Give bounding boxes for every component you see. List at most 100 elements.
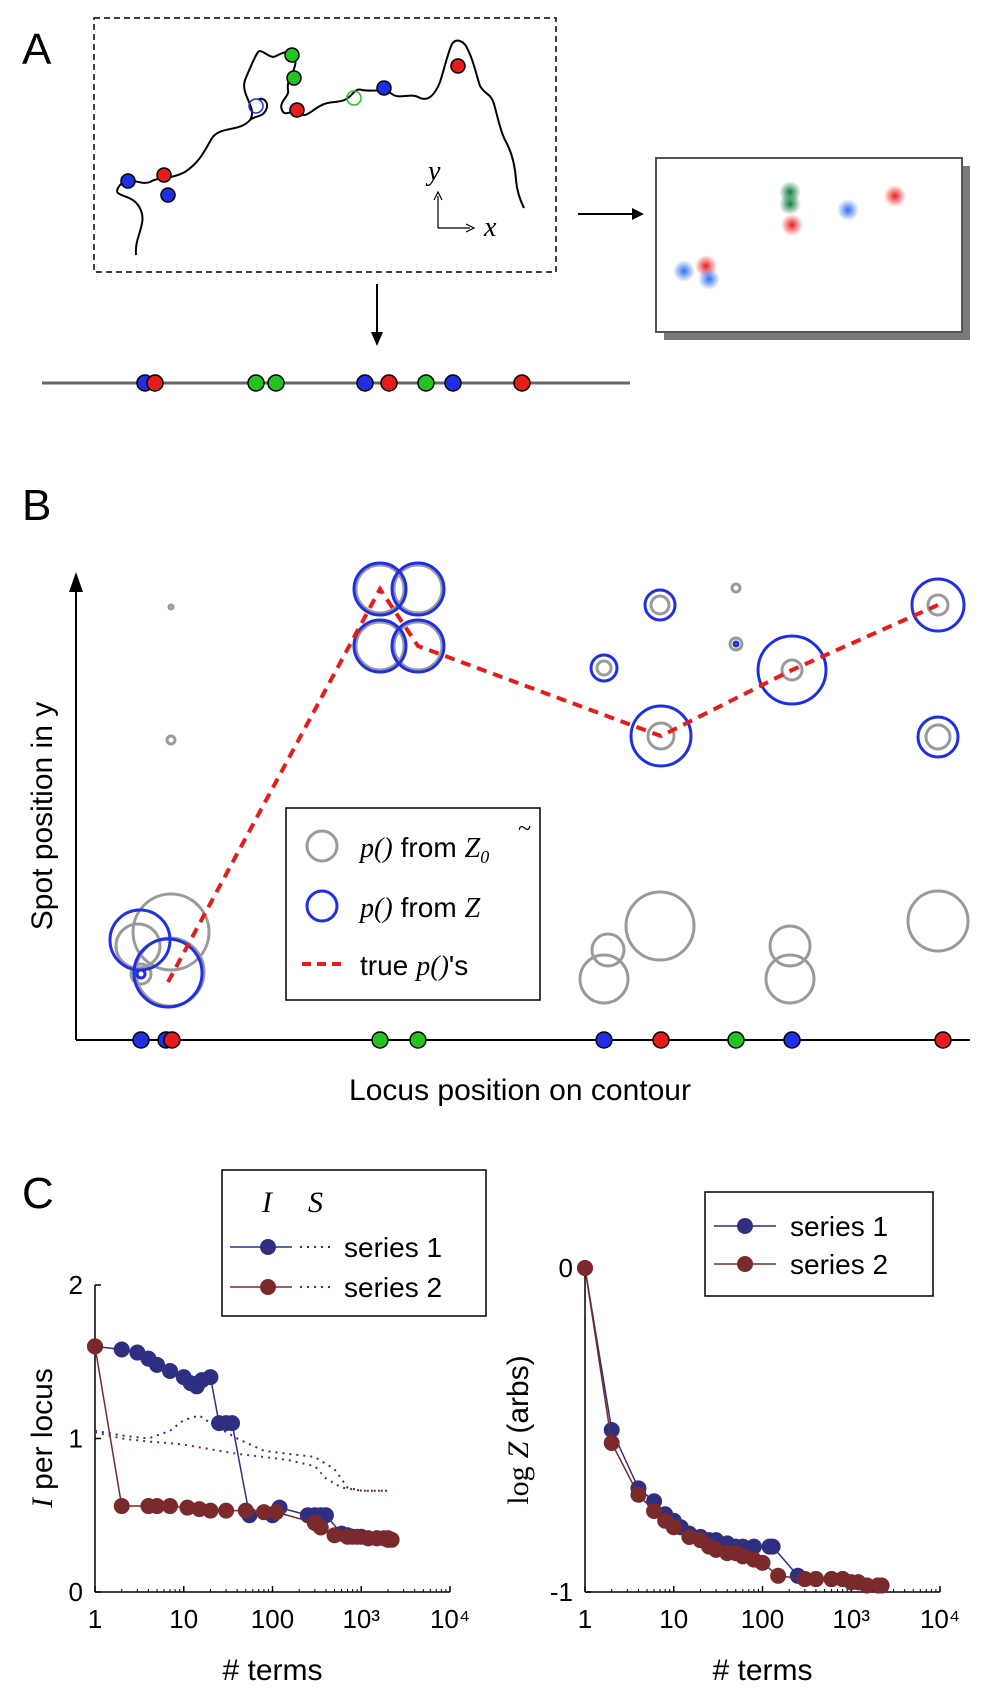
data-point — [202, 1502, 219, 1519]
gray-circles — [114, 563, 970, 1008]
x-axis-label: # terms — [222, 1654, 322, 1687]
blue-circle — [916, 715, 960, 759]
gray-circle — [646, 721, 676, 751]
legend-marker — [737, 1256, 753, 1272]
gray-circle — [165, 734, 177, 746]
x-tick-label: 10⁴ — [920, 1604, 960, 1634]
legend-label: series 2 — [790, 1249, 888, 1280]
y-axis-label-post: (arbs) — [502, 1355, 535, 1433]
gray-circle — [730, 582, 742, 594]
x-tick-label: 10 — [659, 1604, 688, 1634]
contour-loop — [249, 97, 268, 121]
microscope-image — [655, 157, 963, 333]
locus-green — [284, 47, 300, 63]
gray-circle — [924, 723, 952, 751]
locus-green — [286, 70, 302, 86]
data-point — [255, 1504, 272, 1521]
legend-label: series 1 — [790, 1211, 888, 1242]
b-x-label: Locus position on contour — [349, 1074, 691, 1107]
chromatin-contour — [116, 39, 525, 256]
legend-item-1-sym: p() — [358, 833, 393, 864]
legend-blue-circle — [305, 889, 339, 923]
legend-label: series 1 — [344, 1232, 442, 1263]
b-y-arrowhead — [69, 572, 83, 592]
gray-circle — [131, 892, 211, 972]
data-point — [796, 1571, 813, 1588]
gray-circle — [354, 563, 406, 615]
axis-locus-green — [727, 1031, 745, 1049]
data-point — [179, 1499, 196, 1516]
blue-circle — [390, 618, 446, 674]
b-y-label: Spot position in y — [26, 702, 59, 930]
data-point — [268, 1504, 285, 1521]
data-point — [237, 1502, 254, 1519]
panel-b-label: B — [22, 481, 51, 530]
data-point — [218, 1502, 235, 1519]
x-tick-label: 10³ — [832, 1604, 870, 1634]
data-point — [764, 1538, 781, 1555]
data-point — [745, 1538, 762, 1555]
spot-red — [781, 214, 803, 236]
b-legend-box — [285, 807, 541, 1001]
legend-header: I — [261, 1186, 274, 1219]
blue-circle — [732, 640, 740, 648]
y-tick-label: 0 — [559, 1253, 573, 1283]
y-arrowhead — [433, 190, 443, 201]
gray-circle — [780, 658, 804, 682]
spot-green — [779, 193, 801, 215]
panel-a: A y x — [22, 17, 970, 392]
blue-circle — [352, 561, 408, 617]
data-point — [858, 1577, 875, 1594]
true-path — [166, 585, 939, 983]
contour-locus-green — [417, 374, 435, 392]
contour-locus-red — [146, 374, 164, 392]
y-axis-label-pre: log — [502, 1466, 535, 1504]
x-axis-label: # terms — [712, 1654, 812, 1687]
axis-locus-green — [409, 1031, 427, 1049]
x-tick-label: 10⁴ — [430, 1604, 470, 1634]
y-axis-label-text: per locus — [26, 1368, 59, 1490]
locus-blue — [376, 80, 392, 96]
blue-circle — [132, 937, 204, 1009]
legend-marker — [260, 1279, 276, 1295]
arrowhead — [632, 208, 644, 220]
legend-item-3-sym: p() — [414, 951, 449, 982]
series-line — [584, 1267, 882, 1587]
legend-item-3-text: true — [360, 950, 408, 981]
legend-tilde: ~ — [518, 816, 531, 842]
contour-locus-green — [267, 374, 285, 392]
axis-locus-green — [371, 1031, 389, 1049]
contour-locus-green — [247, 374, 265, 392]
data-point — [807, 1571, 824, 1588]
axis-locus-blue — [595, 1031, 613, 1049]
locus-blue — [160, 187, 176, 203]
locus-red — [156, 167, 172, 183]
gray-circle — [354, 620, 406, 672]
axis-locus-blue — [132, 1031, 150, 1049]
data-point — [665, 1519, 682, 1536]
data-point — [646, 1503, 663, 1519]
data-point — [113, 1341, 130, 1358]
gray-circle — [768, 924, 812, 968]
data-point — [754, 1554, 771, 1571]
gray-circle — [590, 932, 626, 968]
gray-circle — [167, 603, 175, 611]
contour-locus-blue — [356, 374, 374, 392]
spot-blue — [698, 268, 720, 290]
blue-circle — [910, 577, 966, 633]
locus-red — [450, 58, 466, 74]
x-arrowhead — [465, 223, 476, 233]
x-tick-label: 1 — [88, 1604, 102, 1634]
gray-circle — [392, 620, 444, 672]
legend-item-1-sub: 0 — [480, 847, 489, 867]
gray-circle — [114, 922, 162, 970]
data-point — [224, 1415, 241, 1432]
legend-item-2-text: from — [401, 892, 457, 923]
data-point — [577, 1260, 593, 1276]
x-tick-label: 1 — [578, 1604, 592, 1634]
